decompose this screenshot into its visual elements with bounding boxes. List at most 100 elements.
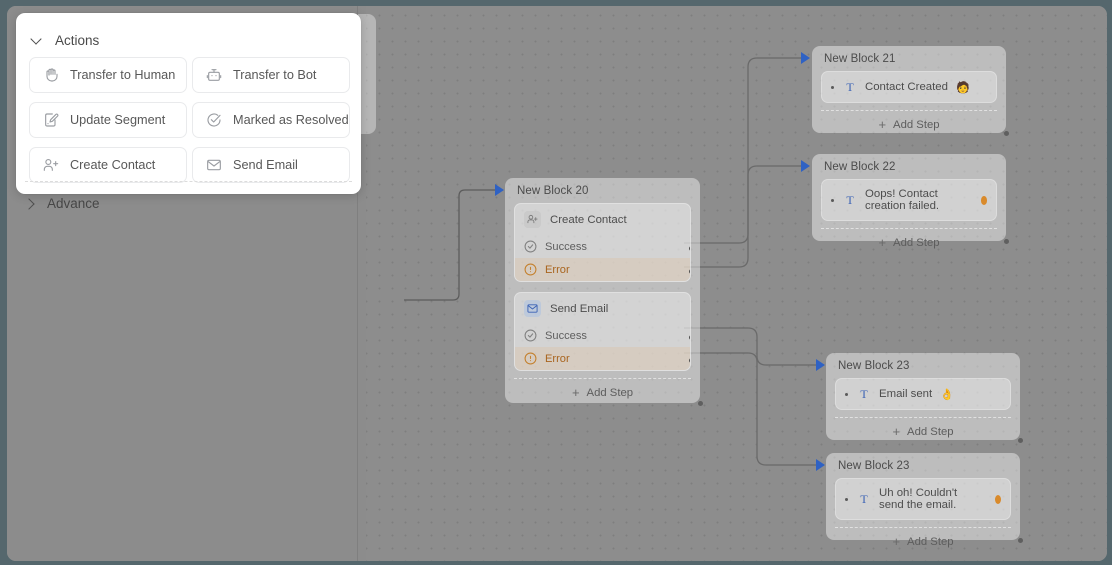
hand-raised-icon — [43, 67, 59, 83]
actions-grid: Transfer to Human Transfer to Bot Update… — [29, 57, 350, 183]
add-step-button[interactable]: + Add Step — [835, 527, 1011, 555]
node-resize-handle[interactable] — [1018, 538, 1023, 543]
text-icon: T — [860, 491, 868, 506]
canvas-left-edge — [358, 6, 366, 561]
action-transfer-to-bot[interactable]: Transfer to Bot — [192, 57, 350, 93]
add-step-button[interactable]: + Add Step — [821, 228, 997, 256]
step-label: Create Contact — [550, 213, 627, 226]
output-label: Error — [545, 352, 570, 365]
add-step-label: Add Step — [907, 535, 954, 548]
plus-icon: + — [892, 424, 901, 439]
chevron-down-icon — [31, 34, 44, 47]
text-icon: T — [860, 386, 868, 401]
action-create-contact[interactable]: Create Contact — [29, 147, 187, 183]
step-output-success[interactable]: Success — [515, 324, 690, 347]
step-label: Send Email — [550, 302, 609, 315]
action-label: Update Segment — [70, 113, 166, 127]
step-card-send-email[interactable]: Send Email Success — [514, 292, 691, 371]
message-bullet — [845, 497, 848, 501]
node-input-arrow — [495, 184, 504, 196]
actions-panel[interactable]: Actions Transfer to Human Transfer to Bo… — [16, 13, 361, 194]
actions-section-header[interactable]: Actions — [31, 33, 99, 48]
add-step-button[interactable]: + Add Step — [835, 417, 1011, 445]
step-output-error[interactable]: Error — [515, 258, 690, 281]
advance-label: Advance — [47, 196, 100, 211]
panel-divider — [25, 181, 352, 182]
flow-node-new-block-22[interactable]: New Block 22 T Oops! Contact creation fa… — [812, 154, 1009, 249]
node-input-arrow — [801, 160, 810, 172]
message-emoji: 🧑 — [955, 81, 970, 94]
message-card[interactable]: T Uh oh! Couldn't send the email. — [835, 478, 1011, 520]
user-plus-icon — [524, 211, 541, 228]
step-header: Send Email — [515, 293, 690, 324]
connector-dot[interactable] — [688, 269, 690, 274]
check-circle-icon — [206, 112, 222, 128]
alert-circle-icon — [524, 352, 537, 365]
user-plus-icon — [43, 157, 59, 173]
node-input-arrow — [816, 359, 825, 371]
node-resize-handle[interactable] — [1004, 131, 1009, 136]
step-output-success[interactable]: Success — [515, 235, 690, 258]
flow-node-new-block-23-b[interactable]: New Block 23 T Uh oh! Couldn't send the … — [826, 453, 1023, 548]
output-label: Success — [545, 240, 587, 253]
alert-circle-icon — [524, 263, 537, 276]
flow-node-new-block-23-a[interactable]: New Block 23 T Email sent 👌 + Add Step — [826, 353, 1023, 443]
step-card-create-contact[interactable]: Create Contact Success — [514, 203, 691, 282]
action-marked-as-resolved[interactable]: Marked as Resolved — [192, 102, 350, 138]
add-step-label: Add Step — [586, 386, 634, 399]
connector-dot[interactable] — [688, 358, 690, 363]
message-bullet — [831, 198, 834, 202]
node-resize-handle[interactable] — [1018, 438, 1023, 443]
node-title: New Block 22 — [824, 161, 896, 173]
text-icon: T — [846, 79, 854, 94]
node-title: New Block 20 — [517, 185, 589, 197]
step-header: Create Contact — [515, 204, 690, 235]
add-step-button[interactable]: + Add Step — [821, 110, 997, 138]
node-resize-handle[interactable] — [1004, 239, 1009, 244]
text-icon: T — [846, 192, 854, 207]
node-title: New Block 21 — [824, 53, 896, 65]
message-card[interactable]: T Contact Created 🧑 — [821, 71, 997, 103]
add-step-label: Add Step — [907, 425, 954, 438]
message-text: Uh oh! Couldn't send the email. — [879, 487, 958, 511]
message-bullet — [845, 392, 848, 396]
plus-icon: + — [892, 534, 901, 549]
message-card[interactable]: T Oops! Contact creation failed. — [821, 179, 997, 221]
message-bullet — [831, 85, 834, 89]
action-label: Send Email — [233, 158, 298, 172]
action-update-segment[interactable]: Update Segment — [29, 102, 187, 138]
message-emoji — [994, 494, 1001, 504]
connector-dot[interactable] — [688, 246, 690, 251]
action-label: Transfer to Human — [70, 68, 176, 82]
action-transfer-to-human[interactable]: Transfer to Human — [29, 57, 187, 93]
action-send-email[interactable]: Send Email — [192, 147, 350, 183]
document-pencil-icon — [43, 112, 59, 128]
message-text: Contact Created — [865, 81, 948, 93]
actions-title: Actions — [55, 33, 100, 48]
message-emoji: 👌 — [940, 388, 954, 401]
check-circle-icon — [524, 240, 537, 253]
node-resize-handle[interactable] — [698, 401, 703, 406]
add-step-button[interactable]: + Add Step — [514, 378, 691, 406]
add-step-label: Add Step — [893, 118, 940, 131]
flow-node-new-block-20[interactable]: New Block 20 Create Contact — [505, 178, 703, 406]
flow-node-new-block-21[interactable]: New Block 21 T Contact Created 🧑 + Add S… — [812, 46, 1009, 136]
add-step-label: Add Step — [893, 236, 940, 249]
message-card[interactable]: T Email sent 👌 — [835, 378, 1011, 410]
envelope-icon — [206, 157, 222, 173]
output-label: Success — [545, 329, 587, 342]
node-input-arrow — [816, 459, 825, 471]
output-label: Error — [545, 263, 570, 276]
plus-icon: + — [878, 235, 887, 250]
connector-dot[interactable] — [688, 335, 690, 340]
envelope-icon — [524, 300, 541, 317]
check-circle-icon — [524, 329, 537, 342]
sidebar-section-advance[interactable]: Advance — [23, 196, 100, 211]
step-output-error[interactable]: Error — [515, 347, 690, 370]
chevron-right-icon — [23, 197, 36, 210]
flow-canvas[interactable]: New Block 20 Create Contact — [318, 6, 1107, 561]
node-title: New Block 23 — [838, 360, 910, 372]
node-title: New Block 23 — [838, 460, 910, 472]
app-viewport: New Block 20 Create Contact — [7, 6, 1107, 561]
